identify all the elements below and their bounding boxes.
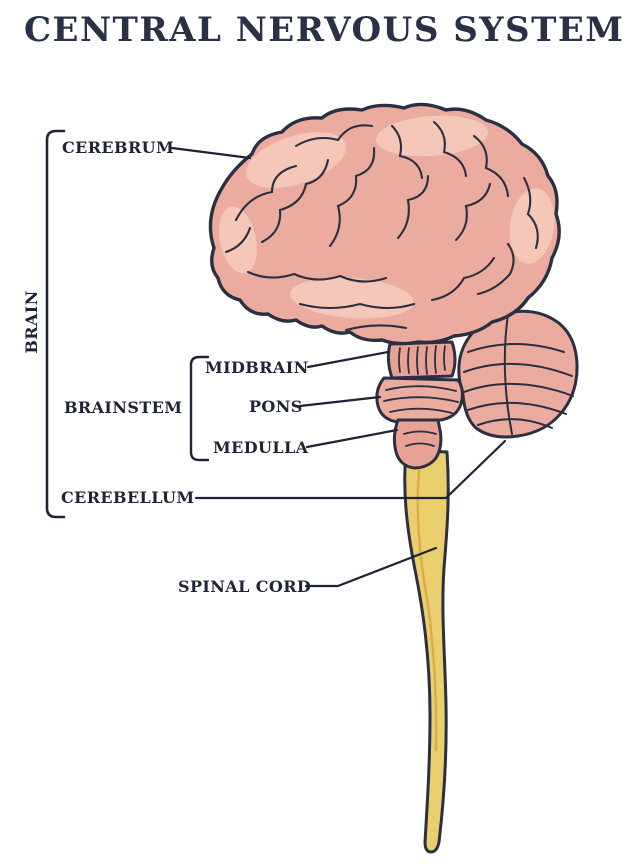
striation-line: [503, 313, 513, 435]
spinal-cord-shading: [416, 468, 438, 752]
sulcus-line: [390, 124, 424, 180]
sulcus-line: [432, 120, 468, 178]
brainstem-bracket: [189, 355, 210, 462]
sulcus-line: [294, 124, 374, 148]
striation-line: [407, 347, 410, 374]
label-spinal-cord: SPINAL CORD: [178, 577, 312, 596]
leader-line-cerebellum: [194, 439, 507, 500]
striation-line: [389, 407, 453, 414]
sulcus-line: [522, 176, 539, 250]
sulcus-line: [298, 302, 416, 310]
sulcus-line: [224, 226, 252, 254]
cerebrum-sulci: [224, 120, 539, 332]
striation-line: [383, 396, 459, 403]
label-medulla: MEDULLA: [213, 438, 309, 457]
brainstem-shape: [375, 340, 464, 470]
striation-line: [477, 418, 553, 429]
leader-line-spinal-cord: [304, 546, 438, 588]
leader-lines: [170, 146, 507, 588]
label-cerebellum: CEREBELLUM: [61, 488, 195, 507]
leader-line-pons: [298, 395, 382, 408]
label-brainstem: BRAINSTEM: [64, 398, 183, 417]
striation-line: [425, 346, 428, 375]
highlight-patch: [219, 206, 257, 274]
striation-line: [405, 442, 435, 447]
cerebrum-shape: [208, 102, 561, 346]
cerebellum-striations: [463, 313, 574, 435]
cerebellum-shape: [457, 309, 579, 439]
midbrain-striations: [398, 345, 446, 375]
label-pons: PONS: [249, 397, 303, 416]
striation-line: [416, 346, 419, 375]
striation-line: [385, 385, 457, 392]
sulcus-line: [472, 134, 510, 198]
sulcus-line: [396, 174, 430, 240]
medulla-striations: [403, 430, 437, 447]
pons-striations: [383, 385, 459, 414]
page-title: CENTRAL NERVOUS SYSTEM: [24, 10, 625, 50]
label-cerebrum: CEREBRUM: [62, 138, 175, 157]
striation-line: [403, 430, 437, 435]
label-brain: BRAIN: [22, 290, 41, 354]
striation-line: [467, 343, 565, 353]
spinal-cord-shape: [403, 448, 450, 854]
striation-line: [443, 345, 446, 371]
sulcus-line: [344, 324, 408, 332]
sulcus-line: [246, 270, 388, 283]
striation-line: [398, 347, 401, 373]
sulcus-line: [430, 256, 496, 302]
striation-line: [434, 345, 437, 374]
striation-line: [463, 382, 574, 397]
sulcus-line: [328, 146, 376, 248]
brain-bracket: [45, 129, 66, 519]
sulcus-line: [260, 158, 330, 244]
midbrain-body: [386, 340, 457, 380]
striation-line: [467, 401, 567, 415]
striation-line: [463, 362, 573, 377]
leader-line-midbrain: [306, 350, 390, 369]
sulcus-line: [454, 182, 492, 242]
highlight-patch: [376, 115, 488, 157]
leader-line-cerebrum: [170, 146, 252, 160]
spinal-cord-body: [403, 448, 450, 854]
label-midbrain: MIDBRAIN: [205, 358, 309, 377]
sulcus-line: [476, 242, 515, 296]
leader-line-medulla: [305, 428, 399, 449]
sulcus-line: [234, 164, 298, 222]
highlight-patch: [509, 188, 555, 264]
